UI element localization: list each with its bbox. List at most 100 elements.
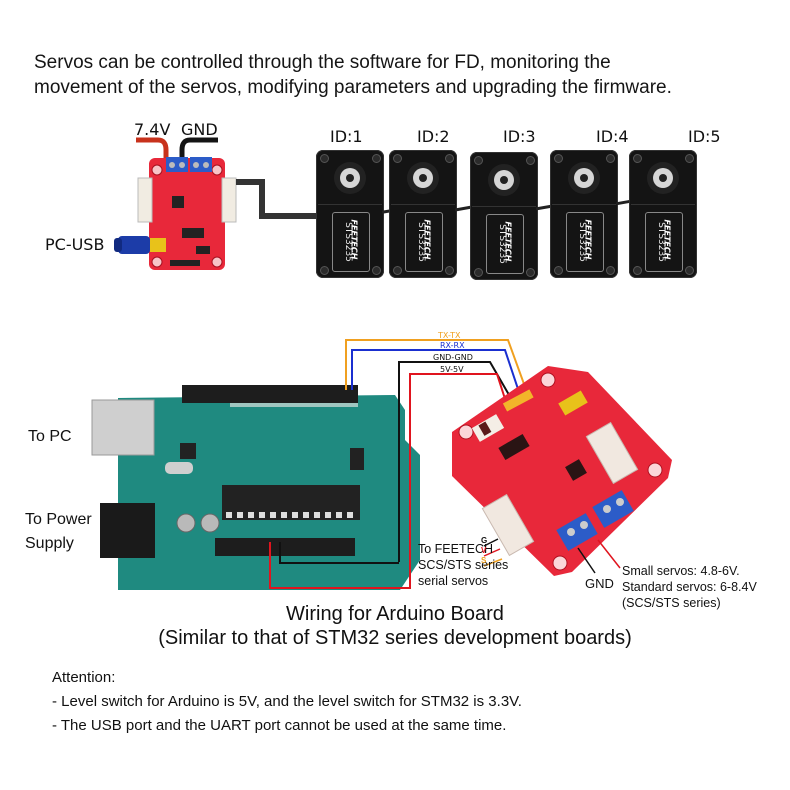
usb-cable-icon — [114, 236, 150, 254]
pin-v-label: V — [481, 546, 487, 555]
screw-icon — [372, 154, 381, 163]
intro-line-2: movement of the servos, modifying parame… — [34, 77, 672, 98]
power-label-gnd: GND — [181, 120, 218, 139]
screw-icon — [606, 154, 615, 163]
servo-id-label: ID:1 — [330, 127, 363, 146]
servo-id-label: ID:3 — [503, 127, 536, 146]
wire-label-tx-tx: TX-TX — [438, 331, 461, 340]
wire-gnd-arduino — [279, 542, 399, 564]
screw-icon — [393, 154, 402, 163]
servo-brand: FEETECH — [349, 219, 359, 260]
servo-horn-icon — [653, 168, 673, 188]
caption-title: Wiring for Arduino Board — [286, 603, 504, 625]
attention-item: - Level switch for Arduino is 5V, and th… — [52, 693, 522, 710]
power-label-7v4: 7.4V — [134, 120, 171, 139]
terminal-block-power — [556, 513, 598, 551]
attention-title: Attention: — [52, 669, 116, 686]
screw-icon — [445, 266, 454, 275]
servo-horn-icon — [340, 168, 360, 188]
power-wire-positive — [136, 137, 169, 158]
screw-icon — [633, 154, 642, 163]
screw-icon — [606, 266, 615, 275]
wire-label-gnd-gnd: GND-GND — [433, 353, 473, 362]
screw-icon — [474, 156, 483, 165]
pin-s-label: S — [481, 556, 487, 565]
power-note-line-2: Standard servos: 6-8.4V — [622, 580, 757, 594]
servo-id-label: ID:4 — [596, 127, 629, 146]
uart-header — [502, 389, 534, 412]
pc-usb-label: PC-USB — [45, 235, 105, 254]
to-pc-label: To PC — [28, 428, 72, 445]
servo-horn-icon — [494, 170, 514, 190]
servo-driver-board-large — [452, 366, 672, 576]
screw-icon — [445, 154, 454, 163]
screw-icon — [685, 154, 694, 163]
terminal-block — [166, 157, 188, 172]
servo-driver-board — [137, 157, 237, 270]
wire-tx — [345, 339, 529, 396]
to-power-label: To Power Supply — [25, 508, 92, 556]
mini-usb-port — [150, 238, 166, 252]
screw-icon — [685, 266, 694, 275]
servo-connector — [481, 493, 535, 557]
usb-b-port — [91, 399, 155, 456]
servo-port-line-3: serial servos — [418, 574, 489, 588]
top-diagram — [114, 137, 316, 270]
wire-label-rx-rx: RX-RX — [440, 341, 465, 350]
screw-icon — [320, 154, 329, 163]
screw-icon — [526, 268, 535, 277]
power-wire-ground — [179, 137, 218, 158]
to-power-line-1: To Power — [25, 511, 92, 528]
servo-port-label: To FEETECH SCS/STS series serial servos — [418, 541, 508, 589]
bus-cable — [236, 179, 316, 219]
dc-power-jack — [100, 503, 155, 558]
caption: Wiring for Arduino Board (Similar to tha… — [0, 602, 790, 650]
wiring-diagram — [91, 339, 672, 590]
servo-port-line-2: SCS/STS series — [418, 558, 509, 572]
gnd-terminal-label: GND — [585, 576, 614, 591]
screw-icon — [320, 266, 329, 275]
servo-brand: FEETECH — [422, 219, 432, 260]
to-power-line-2: Supply — [25, 535, 74, 552]
screw-icon — [633, 266, 642, 275]
intro-text: Servos can be controlled through the sof… — [34, 50, 774, 100]
wire-5v — [269, 373, 507, 589]
screw-icon — [393, 266, 402, 275]
servo-brand: FEETECH — [662, 219, 672, 260]
servo-id-label: ID:5 — [688, 127, 721, 146]
screw-icon — [372, 266, 381, 275]
screw-icon — [526, 156, 535, 165]
wire-gnd — [398, 361, 513, 562]
power-note: Small servos: 4.8-6V. Standard servos: 6… — [622, 563, 757, 611]
servo-connector — [585, 421, 639, 485]
servo-horn-icon — [413, 168, 433, 188]
wire-label-5v-5v: 5V-5V — [440, 365, 464, 374]
servo-id-label: ID:2 — [417, 127, 450, 146]
servo-horn-icon — [574, 168, 594, 188]
terminal-block-power — [592, 490, 634, 528]
pin-g-label: G — [481, 536, 488, 545]
screw-icon — [554, 154, 563, 163]
servo-brand: FEETECH — [503, 221, 513, 262]
power-analog-header — [215, 538, 355, 556]
intro-line-1: Servos can be controlled through the sof… — [34, 52, 611, 73]
screw-icon — [474, 268, 483, 277]
digital-header — [182, 385, 358, 403]
screw-icon — [554, 266, 563, 275]
power-note-line-3: (SCS/STS series) — [622, 596, 721, 610]
arduino-board — [91, 385, 420, 590]
caption-subtitle: (Similar to that of STM32 series develop… — [158, 627, 632, 649]
servo-port-line-1: To FEETECH — [418, 542, 494, 556]
mini-usb-port — [558, 390, 588, 416]
servo-brand: FEETECH — [583, 219, 593, 260]
attention-item: - The USB port and the UART port cannot … — [52, 717, 507, 734]
